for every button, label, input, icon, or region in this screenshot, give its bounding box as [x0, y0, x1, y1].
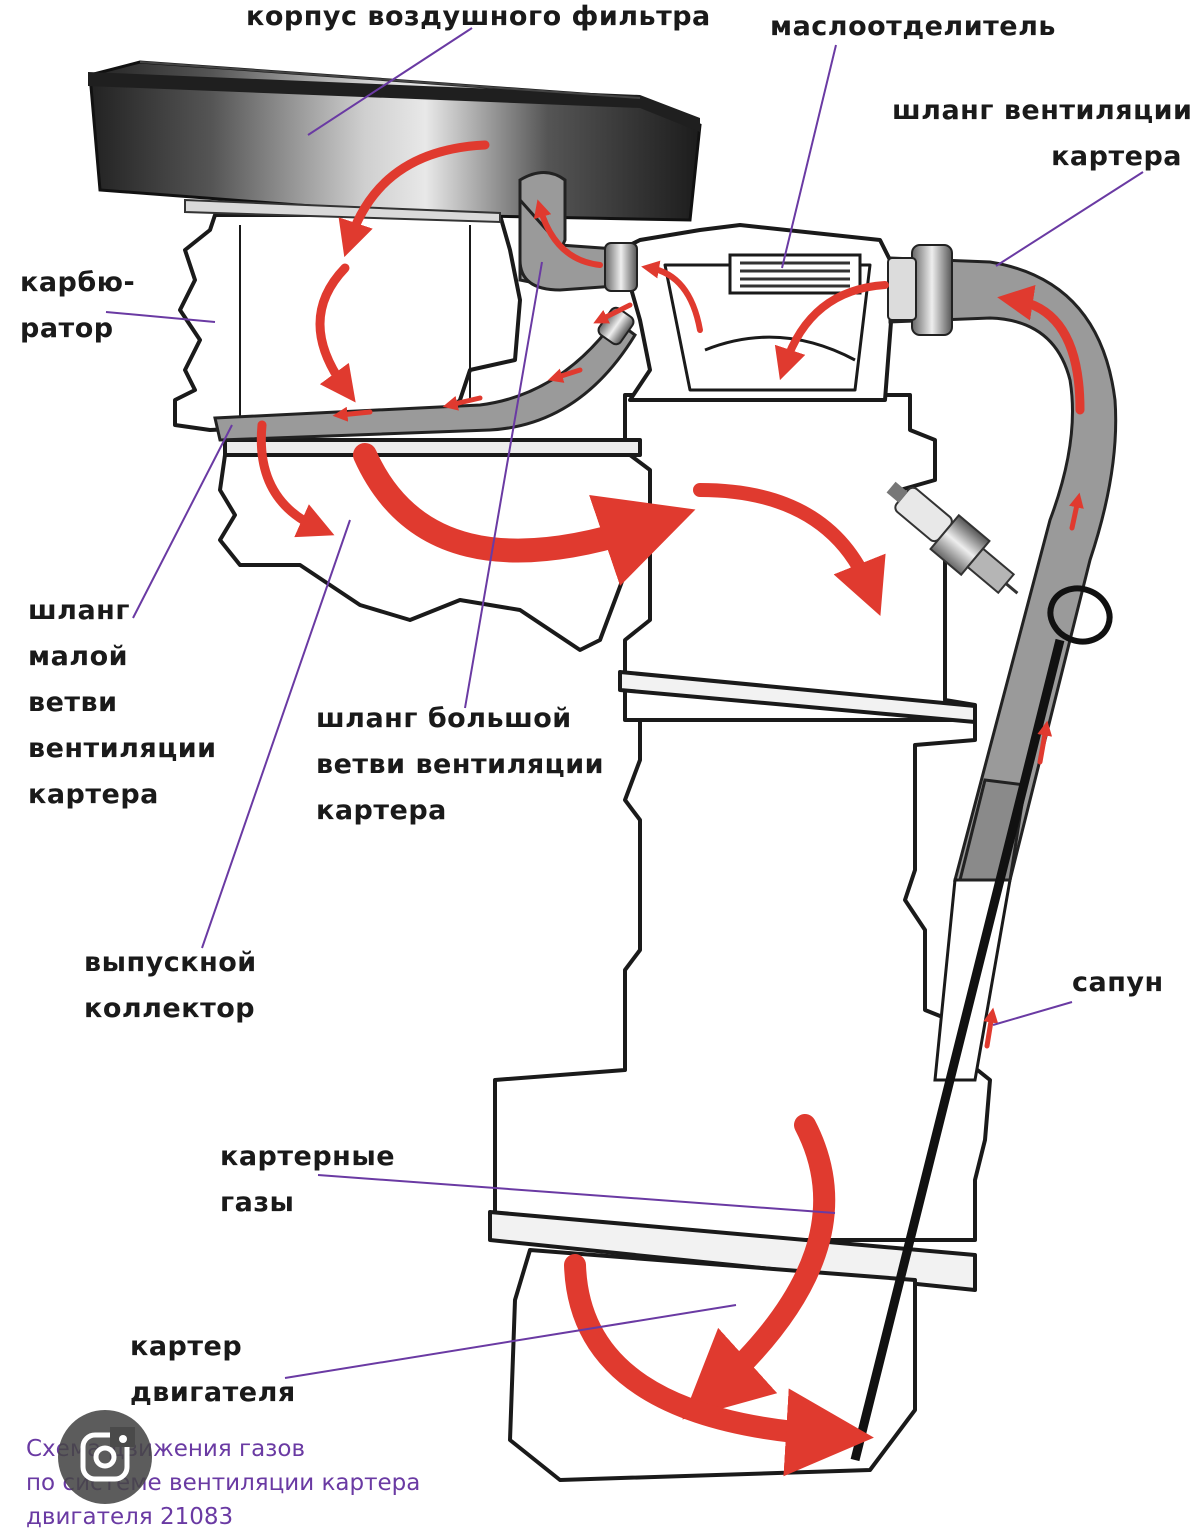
lens-glyph-icon: [80, 1427, 135, 1482]
label-air-filter-housing: корпус воздушного фильтра: [246, 1, 711, 32]
label-small-branch-hose: шланг малой ветви вентиляции картера: [28, 595, 217, 810]
vent-hose-flange: [887, 257, 917, 321]
carburetor: [173, 213, 522, 432]
gas-flow-arrows: [256, 140, 1085, 1477]
label-exhaust-manifold: выпускной коллектор: [84, 947, 257, 1024]
label-engine-crankcase: картер двигателя: [130, 1331, 296, 1408]
label-crankcase-gases: картерные газы: [220, 1141, 396, 1218]
leader-lines: [105, 27, 1144, 1379]
google-lens-icon[interactable]: [58, 1410, 152, 1504]
engine-block: [488, 223, 992, 1482]
vent-hose-clamp: [911, 244, 953, 336]
spark-plug: [886, 481, 1019, 595]
large-hose-clamp: [604, 242, 638, 292]
dipstick: [850, 585, 1113, 1462]
label-carburetor: карбю- ратор: [20, 267, 136, 344]
small-branch-hose: [213, 317, 637, 442]
label-breather: сапун: [1072, 967, 1164, 998]
label-large-branch-hose: шланг большой ветви вентиляции картера: [316, 703, 605, 826]
air-filter-housing: [88, 60, 702, 287]
label-oil-separator: маслоотделитель: [770, 11, 1056, 42]
label-crankcase-vent-hose: шланг вентиляции картера: [892, 95, 1193, 172]
oil-separator: [728, 253, 862, 295]
